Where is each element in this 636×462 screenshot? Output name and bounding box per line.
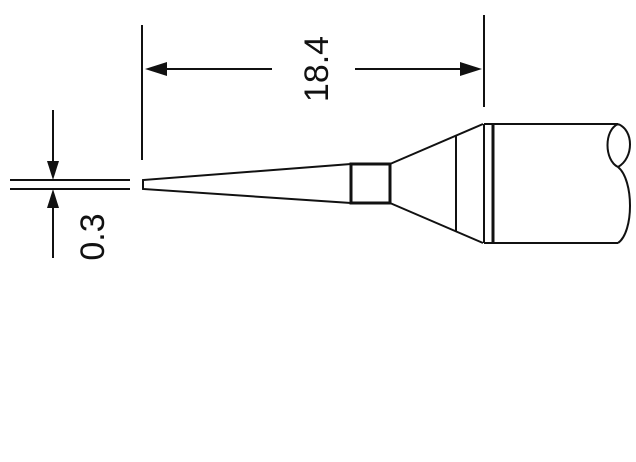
tip-taper [142,163,352,204]
arrowhead-up [47,189,59,208]
length-dimension-label: 18.4 [298,36,336,102]
arrowhead-right [460,62,482,76]
cone-bottom [389,202,484,244]
shaft-break [606,123,631,244]
tip-collar [349,162,392,205]
cone-top [389,123,484,165]
arrowhead-left [145,62,167,76]
tip-width-dimension-label: 0.3 [74,213,112,260]
arrowhead-down [47,161,59,180]
